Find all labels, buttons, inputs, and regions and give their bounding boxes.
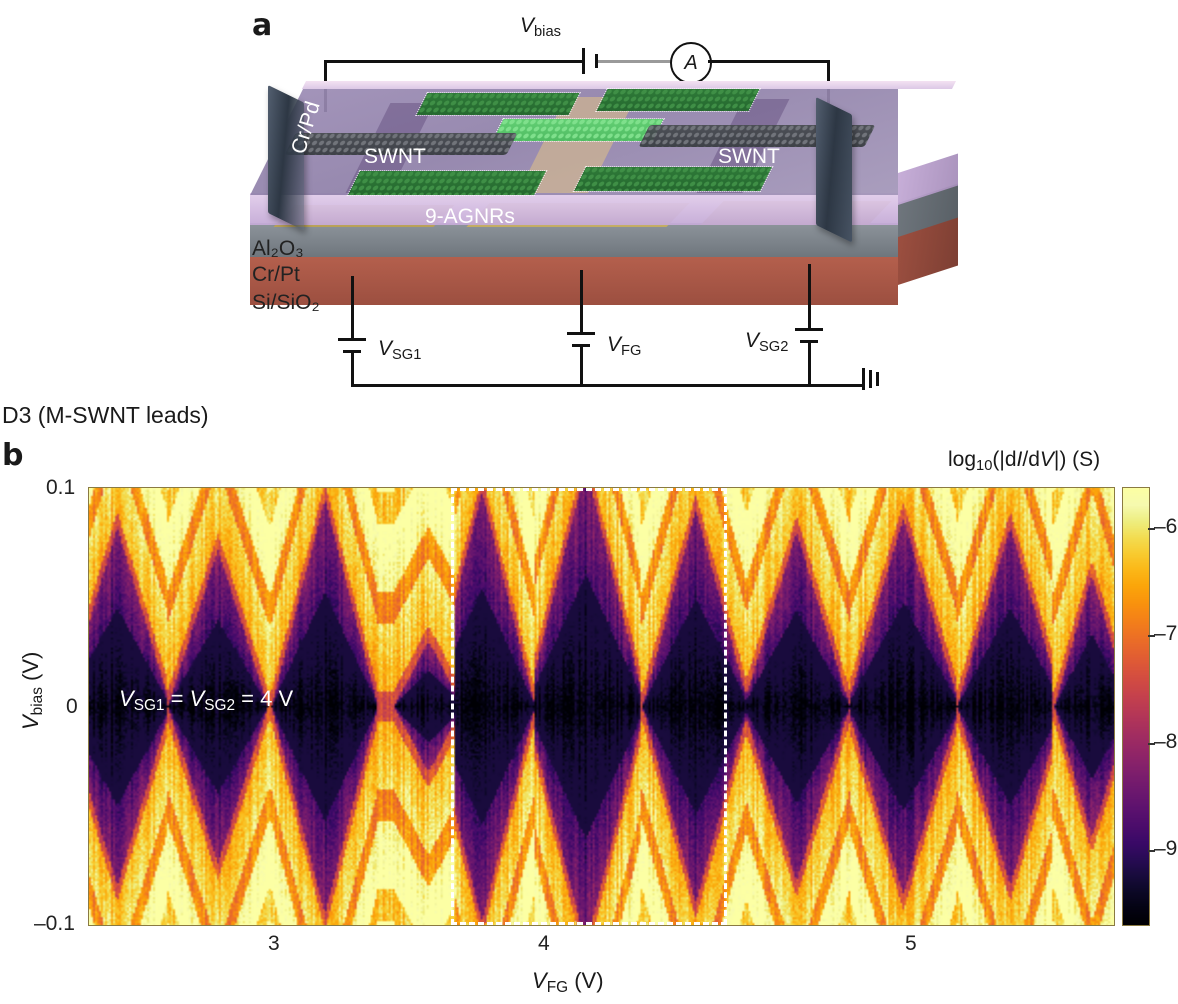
cb-tick-label-1: –7 bbox=[1154, 622, 1178, 645]
stability-diagram-heatmap[interactable]: VSG1 = VSG2 = 4 V bbox=[88, 487, 1115, 926]
cb-log: log bbox=[948, 448, 977, 471]
top-edge-highlight bbox=[302, 81, 956, 89]
annot-v2: V bbox=[189, 686, 205, 711]
x-tick-1: 4 bbox=[538, 932, 550, 955]
cb-i: I bbox=[1016, 448, 1023, 471]
battery-plate-long bbox=[582, 48, 585, 74]
vfg-sub: FG bbox=[621, 343, 642, 360]
gate-lead-fg bbox=[580, 270, 583, 332]
cb-tick-mark-3 bbox=[1148, 850, 1155, 852]
panel-b-stability-diagram: D3 (M-SWNT leads) b Vbias (V) 0.1 0 –0.1… bbox=[0, 400, 1178, 1004]
annot-v1: V bbox=[119, 686, 134, 711]
vfg-label: VFG bbox=[607, 333, 642, 360]
device-3d-illustration bbox=[250, 75, 958, 335]
substrate-front-face bbox=[250, 255, 898, 305]
ground-bar-3 bbox=[876, 372, 879, 386]
wire-top-right bbox=[708, 60, 829, 63]
gate-lead-sg2 bbox=[808, 264, 811, 328]
swnt-right-label: SWNT bbox=[718, 145, 780, 168]
annot-eq1: = bbox=[164, 686, 190, 711]
bias-source-label: Vbias bbox=[520, 14, 561, 41]
y-axis-label-unit: (V) bbox=[18, 651, 43, 681]
vsg1-sub: SG1 bbox=[392, 347, 422, 364]
vsg1-v: V bbox=[378, 337, 393, 360]
agnr-ribbon-front-right bbox=[572, 166, 774, 192]
sg1-plate-long bbox=[338, 338, 366, 341]
x-tick-2: 5 bbox=[905, 932, 917, 955]
x-tick-0: 3 bbox=[268, 932, 280, 955]
colorbar-canvas bbox=[1123, 488, 1149, 925]
oxide-front-face bbox=[250, 223, 898, 257]
x-axis-label-sub: FG bbox=[546, 979, 569, 997]
bias-label-v: V bbox=[520, 14, 535, 37]
y-axis-label-v: V bbox=[18, 715, 43, 730]
agnr-ribbon-active bbox=[491, 118, 665, 142]
dielectric-label: Al₂O₃ bbox=[252, 237, 304, 260]
gate-lead-fg-lower bbox=[580, 344, 583, 386]
gate-metal-label: Cr/Pt bbox=[252, 263, 300, 286]
cb-v: V bbox=[1039, 448, 1054, 471]
y-tick-2: –0.1 bbox=[34, 912, 75, 935]
agnr-ribbon-back-right bbox=[595, 88, 761, 112]
substrate-label: Si/SiO₂ bbox=[252, 291, 320, 314]
wire-to-ammeter bbox=[598, 60, 672, 63]
cb-tick-mark-1 bbox=[1148, 635, 1155, 637]
cb-tick-mark-0 bbox=[1148, 528, 1155, 530]
y-axis-label-sub: bias bbox=[29, 687, 47, 716]
gate-voltage-annotation: VSG1 = VSG2 = 4 V bbox=[119, 686, 294, 715]
annot-s2: SG2 bbox=[204, 697, 236, 715]
dielectric-front-face bbox=[250, 193, 898, 225]
x-axis-label: VFG (V) bbox=[532, 968, 604, 997]
vsg2-v: V bbox=[745, 329, 760, 352]
heatmap-canvas bbox=[89, 488, 1114, 925]
gate-lead-sg2-lower bbox=[808, 340, 811, 386]
device-title: D3 (M-SWNT leads) bbox=[2, 402, 209, 428]
agnr-ribbon-back-left bbox=[415, 92, 581, 116]
cb-tick-mark-2 bbox=[1148, 743, 1155, 745]
vfg-v: V bbox=[607, 333, 622, 356]
cb-tick-label-2: –8 bbox=[1154, 730, 1178, 753]
ground-rail bbox=[351, 384, 863, 387]
x-axis-label-v: V bbox=[532, 968, 547, 993]
gate-lead-sg1-lower bbox=[351, 350, 354, 386]
x-axis-label-unit: (V) bbox=[574, 968, 604, 993]
y-tick-0: 0.1 bbox=[46, 476, 76, 499]
panel-a-letter: a bbox=[252, 8, 272, 43]
cb-tick-label-3: –9 bbox=[1154, 837, 1178, 860]
agnr-ribbon-front-left bbox=[346, 170, 548, 196]
contact-right-cr-pd bbox=[816, 97, 852, 243]
cb-base: 10 bbox=[976, 458, 993, 475]
cb-slash: /d bbox=[1022, 448, 1040, 471]
panel-b-letter: b bbox=[2, 438, 24, 473]
cb-tick-label-0: –6 bbox=[1154, 515, 1178, 538]
bias-label-sub: bias bbox=[534, 24, 561, 41]
vsg2-sub: SG2 bbox=[759, 339, 789, 356]
sg2-plate-long bbox=[795, 328, 823, 331]
panel-a-schematic: a Vbias A bbox=[0, 0, 1178, 400]
swnt-left-label: SWNT bbox=[364, 145, 426, 168]
colorbar-label: log10(|dI/dV|) (S) bbox=[948, 448, 1101, 475]
contact-left-cr-pd bbox=[268, 85, 304, 231]
annot-s1: SG1 bbox=[133, 697, 165, 715]
annot-eq2: = 4 V bbox=[235, 686, 294, 711]
ammeter-symbol: A bbox=[684, 51, 698, 74]
cb-open: (|d bbox=[992, 448, 1017, 471]
wire-top-left bbox=[324, 60, 582, 63]
vsg1-label: VSG1 bbox=[378, 337, 422, 364]
ground-bar-1 bbox=[862, 368, 865, 390]
cb-close: |) (S) bbox=[1053, 448, 1101, 471]
colorbar bbox=[1122, 487, 1150, 926]
agnr-label: 9-AGNRs bbox=[425, 205, 515, 228]
fg-plate-long bbox=[567, 332, 595, 335]
vsg2-label: VSG2 bbox=[745, 329, 789, 356]
y-axis-label: Vbias (V) bbox=[18, 651, 47, 730]
battery-plate-short bbox=[595, 54, 598, 68]
ground-bar-2 bbox=[869, 370, 872, 388]
gate-lead-sg1 bbox=[351, 276, 354, 338]
y-tick-1: 0 bbox=[66, 695, 78, 718]
highlight-dashed-box bbox=[450, 488, 728, 925]
